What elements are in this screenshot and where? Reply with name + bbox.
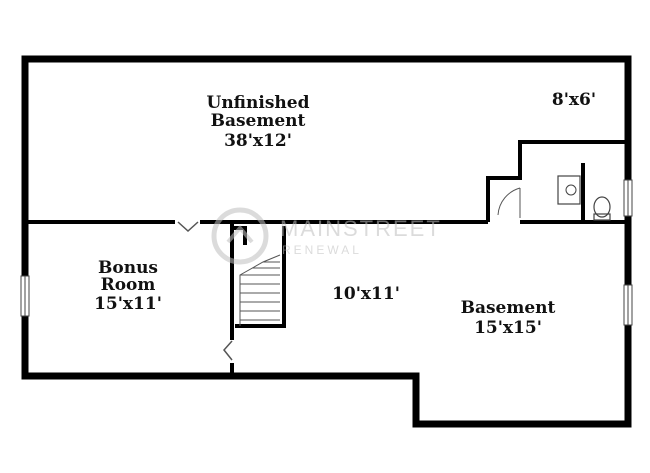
bonus-name-1: Bonus (98, 258, 158, 278)
bath-door-swing (497, 187, 521, 216)
door-swing-mark (177, 221, 199, 233)
unfinished-name-2: Basement (211, 111, 306, 131)
stairwell-wall (232, 226, 286, 328)
basement-size: 15'x15' (474, 318, 542, 338)
unfinished-size: 38'x12' (224, 131, 292, 151)
sink-icon (557, 175, 581, 205)
watermark-line2: RENEWAL (282, 243, 362, 257)
house-circle-logo-icon (211, 207, 269, 265)
unfinished-name-1: Unfinished (207, 93, 310, 113)
window-left (20, 275, 30, 317)
staircase (239, 254, 281, 326)
watermark: MAINSTREET RENEWAL (211, 207, 442, 265)
door-swing-mark-bonus (223, 340, 233, 361)
toilet-icon (593, 196, 611, 221)
watermark-line1: MAINSTREET (280, 216, 442, 241)
bath-wall (486, 140, 628, 224)
bonus-size: 15'x11' (94, 294, 162, 314)
window-right-lower (623, 284, 633, 326)
exterior-wall (21, 55, 632, 428)
bonus-name-2: Room (101, 275, 156, 295)
basement-name: Basement (461, 298, 556, 318)
hall-size: 10'x11' (332, 284, 400, 304)
window-right-upper (623, 179, 633, 217)
utility-size: 8'x6' (552, 90, 596, 110)
sink-drain-icon (565, 184, 577, 196)
house-logo-icon (226, 224, 254, 244)
